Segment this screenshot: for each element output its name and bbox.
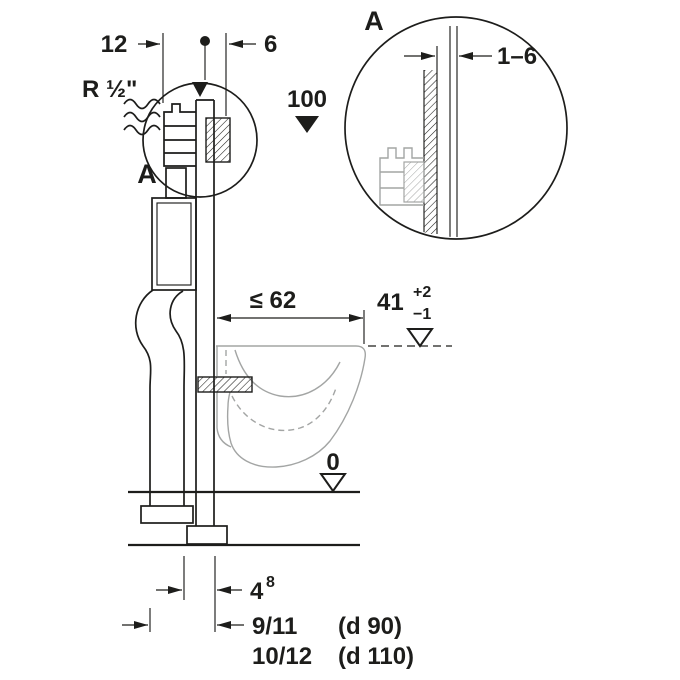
- dimension-outlet-offset: 4 8: [156, 556, 275, 632]
- level-supply-label: 100: [287, 86, 327, 113]
- dim-rim-tol-minus-label: −1: [413, 306, 431, 323]
- detail-view-a: A 1–6: [344, 6, 568, 240]
- wall-hatch-band: [424, 70, 437, 234]
- wall-hung-toilet-bowl: [197, 345, 366, 468]
- frame-rails: [195, 99, 215, 526]
- dim-supply-right-label: 6: [264, 31, 277, 58]
- hose-squiggle-icon: [123, 98, 161, 136]
- ghost-supply-bracket: [379, 147, 424, 206]
- detail-callout-circle: [142, 82, 258, 198]
- frame-foot: [186, 525, 228, 545]
- dim-drain-2-dia-label: (d 110): [338, 643, 414, 670]
- dim-drain-1-label: 9/11: [252, 613, 297, 640]
- bowl-back-edges: [216, 346, 232, 448]
- dim-rim-tol-plus-label: +2: [413, 284, 431, 301]
- mounting-frame: [186, 99, 228, 545]
- concealed-cistern: [151, 167, 197, 291]
- floor-level-triangle-icon: [319, 473, 347, 493]
- detail-title-label: A: [364, 6, 384, 36]
- drain-pipe: [134, 289, 194, 524]
- supply-point-dot: [200, 36, 210, 46]
- supply-valve-box: [205, 117, 231, 163]
- detail-view-content: [379, 26, 458, 237]
- floor-lines: [128, 490, 360, 547]
- bowl-inner-cavity: [234, 349, 341, 398]
- dim-rim-height-label: 41: [377, 289, 404, 316]
- level-marker-100: 100: [287, 86, 327, 133]
- level-100-triangle-icon: [295, 116, 319, 133]
- dimension-max-offset: ≤ 62: [217, 287, 365, 344]
- floor-levels: 0: [128, 449, 360, 547]
- dim-drain-1-dia-label: (d 90): [338, 613, 402, 640]
- level-floor-label: 0: [326, 449, 339, 476]
- dim-supply-left-label: 12: [101, 31, 128, 58]
- dim-outlet-offset-label: 4: [250, 578, 264, 605]
- dim-drain-2-label: 10/12: [252, 643, 312, 670]
- dimension-drain-height: 9/11 (d 90) 10/12 (d 110): [122, 608, 414, 670]
- cistern-outer: [151, 197, 197, 291]
- ghost-valve-box: [403, 161, 425, 203]
- supply-bracket: [163, 103, 196, 167]
- bowl-trapway-hidden: [231, 387, 337, 432]
- bowl-outline: [216, 345, 366, 468]
- rim-level-triangle-icon: [406, 328, 434, 348]
- supply-thread-label: R ½": [82, 76, 137, 103]
- dim-outlet-offset-sup-label: 8: [266, 574, 275, 591]
- dim-extension-lines-top: [162, 33, 227, 116]
- cistern-inner: [156, 202, 192, 286]
- wall-face-lines: [423, 70, 438, 234]
- drain-socket: [140, 505, 194, 524]
- flush-bend: [134, 289, 186, 389]
- supply-point-triangle-icon: [192, 82, 208, 97]
- dim-4-extension-lines: [183, 556, 216, 632]
- drain-pipe-walls: [149, 388, 185, 506]
- water-supply-assembly: A R ½": [82, 36, 258, 198]
- detail-view-circle: [344, 16, 568, 240]
- dim-max-offset-label: ≤ 62: [250, 287, 297, 314]
- cistern-neck: [165, 167, 187, 199]
- wall-cladding-lines: [449, 26, 458, 237]
- bowl-mounting-block: [197, 376, 253, 393]
- dimension-rim-height: 41 +2 −1: [368, 284, 452, 348]
- dimension-supply-position: 12 6: [101, 31, 277, 116]
- dim-wall-finish-label: 1–6: [497, 43, 537, 70]
- detail-marker-label: A: [137, 159, 157, 189]
